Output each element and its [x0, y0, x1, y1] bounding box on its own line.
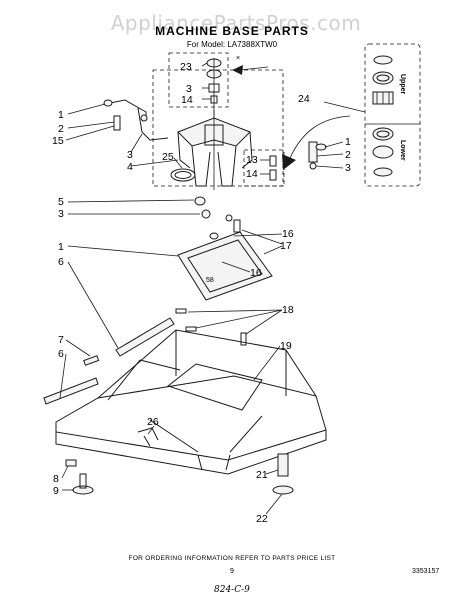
callout-7: 7: [58, 334, 64, 346]
callout-14: 14: [181, 94, 193, 106]
bracket-26: [137, 427, 159, 447]
callout-16: 16: [250, 267, 262, 279]
callout-6: 6: [58, 256, 64, 268]
arrow-to-hub: ×: [232, 55, 269, 75]
callout-19: 19: [280, 340, 292, 352]
handwritten-note: 824-C-9: [214, 585, 250, 595]
model-line: For Model: LA7388XTW0: [187, 40, 278, 49]
callout-3: 3: [186, 83, 192, 95]
callout-25: 25: [162, 151, 174, 163]
callout-17: 17: [280, 240, 292, 252]
base-casting: [177, 110, 253, 190]
curved-arrow: [282, 115, 351, 170]
callout-21: 21: [256, 469, 268, 481]
callout-6: 6: [58, 348, 64, 360]
watermark: AppliancePartsPros.com: [111, 11, 362, 35]
rail-7: [83, 355, 100, 366]
foot-left: [65, 459, 94, 495]
callout-4: 4: [127, 161, 133, 173]
callout-16: 16: [282, 228, 294, 240]
callout-13: 13: [246, 154, 258, 166]
page-number: 9: [230, 568, 234, 575]
bearing-inset-box: [364, 43, 421, 187]
leader-lines: [59, 62, 366, 515]
callout-3: 3: [127, 149, 133, 161]
callout-3: 3: [58, 208, 64, 220]
hub-parts: [206, 58, 222, 128]
rail-6-upper: [115, 317, 175, 357]
washer-5: [194, 196, 211, 219]
callout-14: 14: [246, 168, 258, 180]
callout-2: 2: [345, 149, 351, 161]
upper-frame-17: 58: [177, 214, 273, 301]
drive-ring-25: [170, 168, 196, 182]
upper-label: Upper: [399, 74, 406, 95]
svg-text:58: 58: [206, 277, 214, 284]
callout-9: 9: [53, 485, 59, 497]
callout-numbers: 1 2 15 3 4 25 5 3 1 6 23 3 14 24 13 14 1…: [52, 61, 351, 525]
callout-1: 1: [58, 241, 64, 253]
callout-3: 3: [345, 162, 351, 174]
callout-8: 8: [53, 473, 59, 485]
clips-18: [175, 308, 247, 346]
callout-24: 24: [298, 93, 310, 105]
callout-18: 18: [282, 304, 294, 316]
callout-5: 5: [58, 196, 64, 208]
callout-2: 2: [58, 123, 64, 135]
callout-1: 1: [345, 136, 351, 148]
left-linkage: [103, 99, 169, 141]
callout-26: 26: [147, 416, 159, 428]
upper-bearings: [372, 55, 394, 105]
foot-right: [272, 453, 294, 495]
lower-label: Lower: [399, 140, 406, 161]
right-linkage: [308, 141, 327, 170]
svg-text:×: ×: [236, 55, 240, 62]
callout-15: 15: [52, 135, 64, 147]
part-code: 3353157: [412, 568, 439, 575]
ordering-note: FOR ORDERING INFORMATION REFER TO PARTS …: [129, 555, 336, 562]
hub-detail-box: [168, 52, 229, 108]
pins-13-14: [269, 155, 277, 181]
callout-1: 1: [58, 109, 64, 121]
diagram-title: MACHINE BASE PARTS: [155, 24, 309, 38]
callout-23: 23: [180, 61, 192, 73]
lower-bearings: [372, 127, 394, 177]
callout-22: 22: [256, 513, 268, 525]
rail-6-lower: [43, 377, 99, 405]
frame-19: [55, 329, 327, 475]
